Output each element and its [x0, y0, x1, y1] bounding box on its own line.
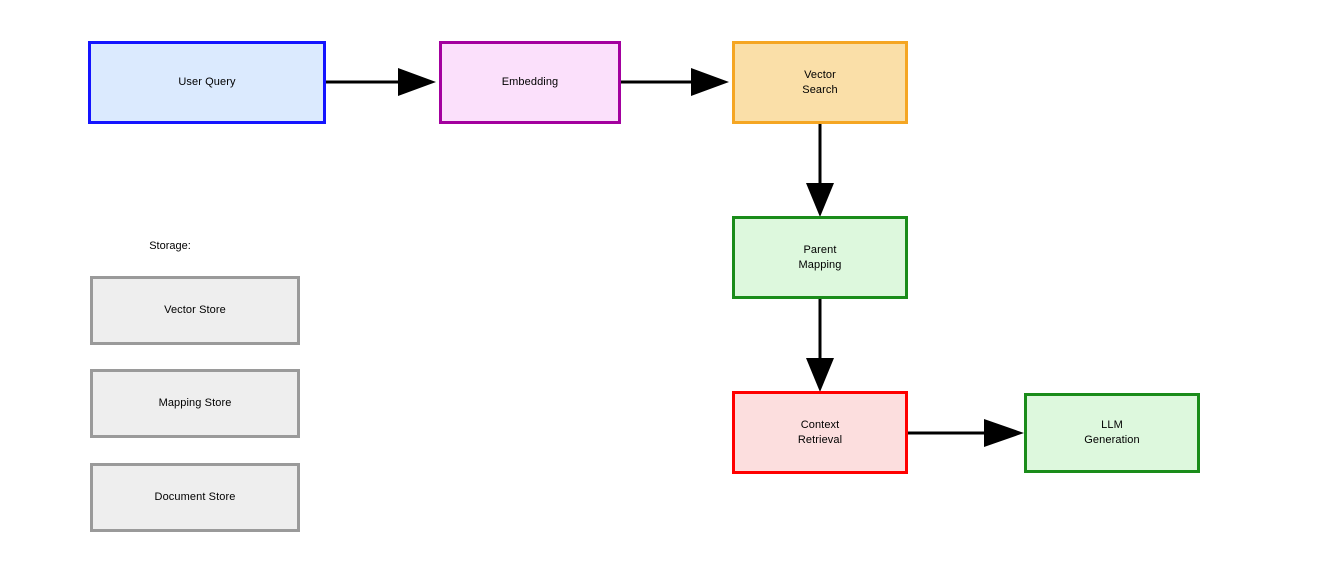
node-parent-mapping-label: Parent Mapping	[798, 243, 842, 271]
node-document-store[interactable]: Document Store	[90, 463, 300, 532]
node-vector-search[interactable]: Vector Search	[732, 41, 908, 124]
node-vector-store-label: Vector Store	[164, 304, 226, 317]
edge-vector-search-to-parent-map	[806, 123, 834, 217]
node-llm-generation[interactable]: LLM Generation	[1024, 393, 1200, 473]
edge-embedding-to-vector-search	[621, 68, 729, 96]
node-context-retrieval[interactable]: Context Retrieval	[732, 391, 908, 474]
node-llm-generation-label: LLM Generation	[1084, 419, 1140, 446]
node-mapping-store-label: Mapping Store	[158, 397, 232, 410]
node-mapping-store[interactable]: Mapping Store	[90, 369, 300, 438]
node-vector-store[interactable]: Vector Store	[90, 276, 300, 345]
edge-user-query-to-embedding	[326, 68, 436, 96]
node-context-retrieval-label: Context Retrieval	[797, 418, 843, 446]
node-document-store-label: Document Store	[154, 491, 236, 504]
storage-group-label: Storage:	[149, 240, 191, 252]
node-user-query[interactable]: User Query	[88, 41, 326, 124]
edge-parent-map-to-context	[806, 298, 834, 392]
node-embedding-label: Embedding	[501, 76, 559, 89]
node-vector-search-label: Vector Search	[802, 68, 838, 96]
node-parent-mapping[interactable]: Parent Mapping	[732, 216, 908, 299]
node-embedding[interactable]: Embedding	[439, 41, 621, 124]
edge-context-to-llm	[908, 419, 1024, 447]
node-user-query-label: User Query	[178, 76, 236, 89]
